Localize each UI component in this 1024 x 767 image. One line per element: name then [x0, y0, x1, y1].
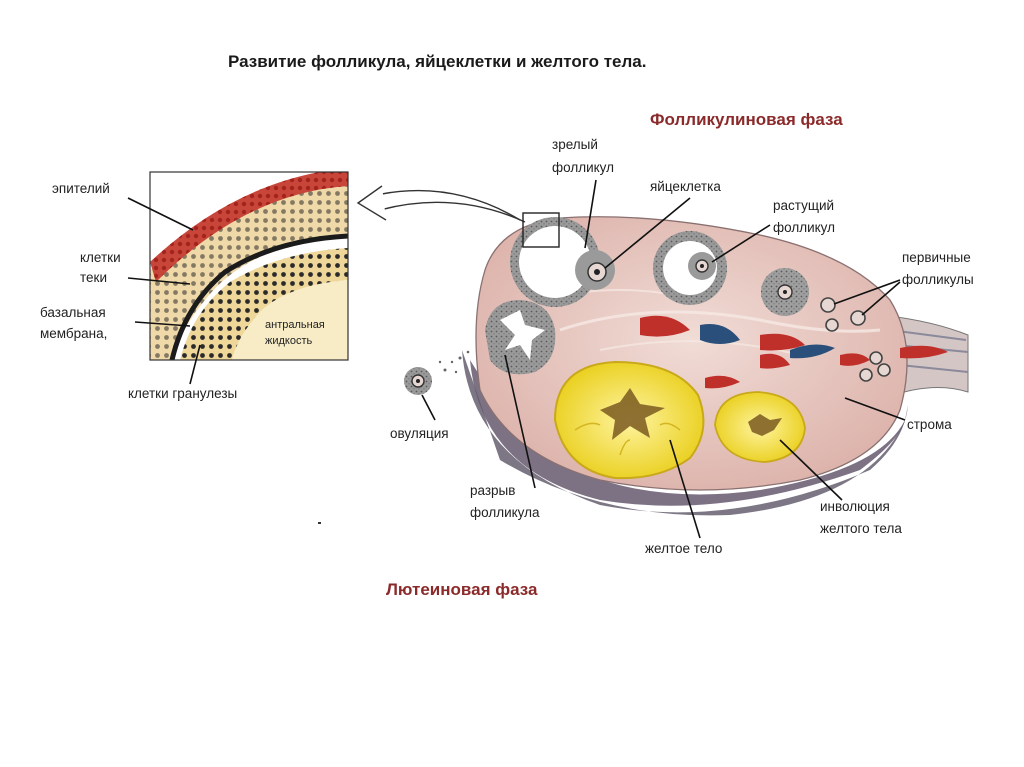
label-primary-1: первичные: [902, 250, 971, 265]
label-antral-1: антральная: [265, 319, 325, 331]
label-theca-2: теки: [80, 270, 107, 285]
label-basal-2: мембрана,: [40, 326, 107, 341]
label-growing-1: растущий: [773, 198, 834, 213]
stray-mark: [318, 522, 321, 524]
released-oocyte: [404, 351, 469, 395]
growing-follicle: [653, 231, 727, 305]
diagram-title: Развитие фолликула, яйцеклетки и желтого…: [228, 52, 646, 71]
label-mature-1: зрелый: [552, 137, 598, 152]
luteal-phase-label: Лютеиновая фаза: [386, 580, 538, 599]
label-ovulation: овуляция: [390, 426, 449, 441]
label-involution-1: инволюция: [820, 499, 890, 514]
label-primary-2: фолликулы: [902, 272, 974, 287]
label-involution-2: желтого тела: [820, 521, 902, 536]
label-corpus-luteum: желтое тело: [645, 541, 722, 556]
follicular-phase-label: Фолликулиновая фаза: [650, 110, 843, 129]
label-rupture-2: фолликула: [470, 505, 540, 520]
label-mature-2: фолликул: [552, 160, 614, 175]
label-theca-1: клетки: [80, 250, 121, 265]
corpus-luteum: [555, 362, 703, 478]
follicle-wall-inset: [150, 168, 348, 360]
leader-ovulation: [422, 395, 435, 420]
label-stroma: строма: [907, 417, 952, 432]
magnify-arrow: [358, 186, 525, 222]
small-growing-follicle: [761, 268, 809, 316]
label-basal-1: базальная: [40, 305, 106, 320]
label-epithelium: эпителий: [52, 181, 110, 196]
label-rupture-1: разрыв: [470, 483, 515, 498]
ruptured-follicle: [485, 300, 555, 374]
label-granulosa: клетки гранулезы: [128, 386, 237, 401]
label-oocyte: яйцеклетка: [650, 179, 721, 194]
label-growing-2: фолликул: [773, 220, 835, 235]
label-antral-2: жидкость: [265, 335, 313, 347]
